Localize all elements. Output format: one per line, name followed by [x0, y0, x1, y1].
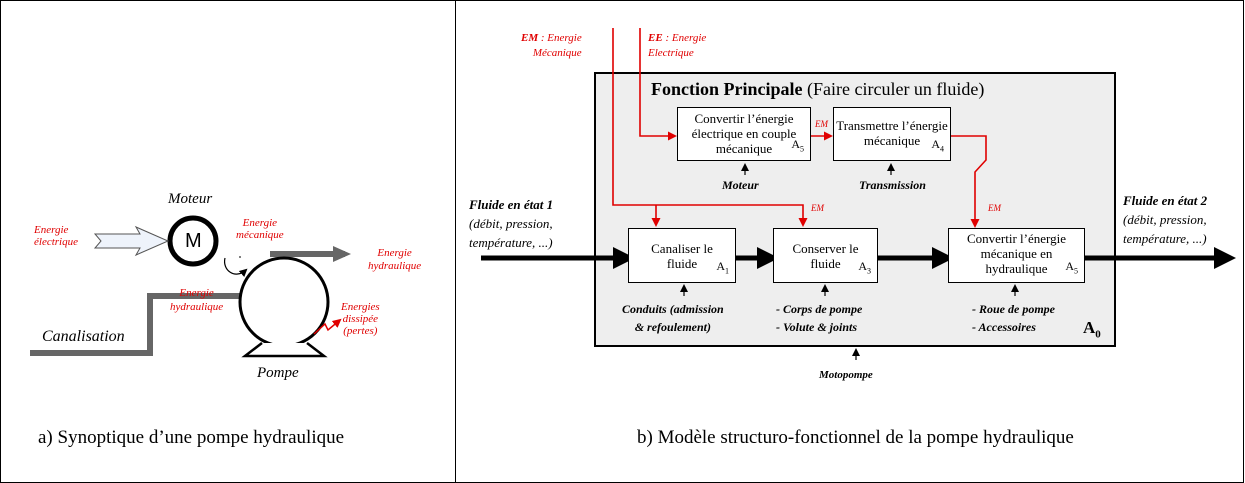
mechanism-transmission: Transmission [859, 178, 926, 192]
em-label-a5-a4: EM [815, 119, 828, 129]
right-caption: b) Modèle structuro-fonctionnel de la po… [637, 427, 1074, 448]
em-input-line [612, 28, 808, 227]
electric-energy-label: Energie électrique [34, 224, 78, 248]
canalisation-pipe [30, 293, 270, 356]
ee-input-line [639, 28, 677, 141]
principal-function-title: Fonction Principale (Faire circuler un f… [651, 79, 985, 99]
box-convert-mechanical: Convertir l’énergie mécanique en hydraul… [948, 228, 1085, 283]
ee-input-label: EE : Energie Electrique [648, 32, 707, 59]
mechanism-conduits: Conduits (admission & refoulement) [622, 302, 724, 334]
box-conserve-fluid: Conserver le fluide A3 [773, 228, 878, 283]
motor-title: Moteur [168, 191, 213, 207]
mechanism-motopompe: Motopompe [819, 369, 873, 381]
box-transmit-energy: Transmettre l’énergie mécanique A4 [833, 107, 951, 161]
hydraulic-energy-in-label: Energie hydraulique [170, 287, 224, 313]
em-label-a5-right: EM [988, 203, 1001, 213]
motor-symbol: M [185, 230, 202, 252]
a0-label: A0 [1083, 318, 1101, 341]
fluid-state-out: Fluide en état 2 (débit, pression, tempé… [1123, 193, 1208, 246]
box-channel-fluid: Canaliser le fluide A1 [628, 228, 736, 283]
em-label-a3: EM [811, 203, 824, 213]
box-convert-electric: Convertir l’énergie électrique en couple… [677, 107, 811, 161]
pump-base [241, 342, 328, 358]
mechanical-rotation-arrow [223, 257, 248, 277]
motor-circle [167, 215, 219, 267]
left-caption: a) Synoptique d’une pompe hydraulique [38, 427, 345, 448]
dissipated-energy-label: Energies dissipée (pertes) [341, 301, 380, 337]
mechanism-moteur: Moteur [722, 178, 759, 192]
fluid-state-in: Fluide en état 1 (débit, pression, tempé… [469, 197, 554, 250]
mechanical-energy-label: Energie mécanique [236, 217, 284, 241]
canalisation-label: Canalisation [42, 328, 125, 345]
electric-energy-arrow [93, 225, 170, 257]
mechanism-roue: - Roue de pompe - Accessoires [972, 302, 1055, 334]
mechanism-corps: - Corps de pompe - Volute & joints [776, 302, 863, 334]
hydraulic-energy-out-label: Energie hydraulique [368, 247, 422, 272]
pump-label: Pompe [257, 365, 299, 381]
dissipated-energy-arrow [313, 318, 342, 335]
em-input-label: EM : Energie Mécanique [521, 32, 582, 59]
